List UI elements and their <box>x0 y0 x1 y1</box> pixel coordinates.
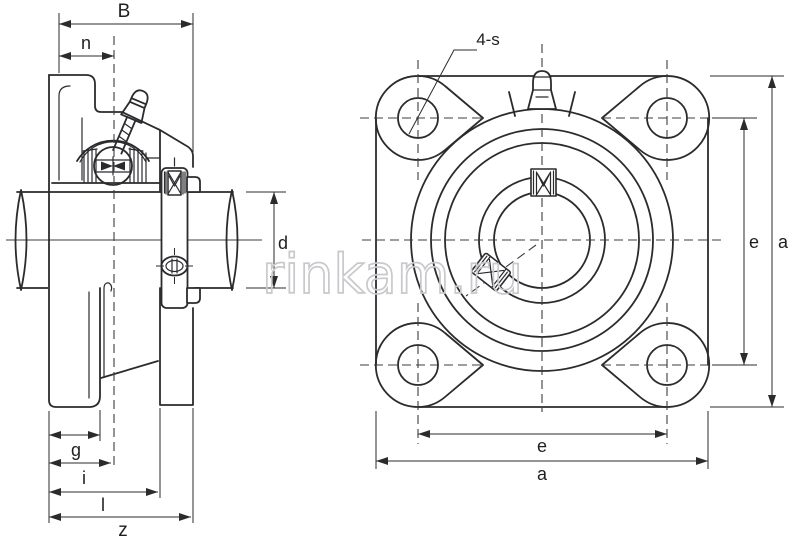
locking-collar <box>156 157 201 309</box>
dim-label-bolt-spacing-right: e <box>749 232 759 252</box>
dim-label-flange-size-right: a <box>778 232 789 252</box>
watermark-text: rinkam.ru <box>262 243 523 306</box>
bolt-callout: 4-s <box>408 30 500 135</box>
dim-label-nipple-offset: n <box>81 33 91 53</box>
dim-label-base-width: g <box>71 440 81 460</box>
inner-ring-tab <box>186 176 201 304</box>
set-screw-lower-front-icon <box>471 252 511 292</box>
side-view: B n d g i l z <box>6 1 288 541</box>
set-screw-top-front-icon <box>530 168 557 197</box>
shaft-break-lines <box>14 189 239 291</box>
callout-label-4s: 4-s <box>476 30 500 49</box>
dim-label-overall-depth: z <box>118 520 128 541</box>
set-screw-top-side-icon <box>163 157 186 196</box>
shaft <box>6 189 262 291</box>
bearing-insert-section <box>76 139 161 186</box>
boss-tick-marks <box>508 91 576 117</box>
side-dimensions: B n d g i l z <box>48 1 288 541</box>
dim-label-housing-depth: l <box>101 495 105 515</box>
ball <box>93 146 133 186</box>
set-screw-side-ellipse-icon <box>156 248 193 284</box>
seal-right <box>128 147 144 183</box>
seal-left <box>82 147 98 183</box>
dim-label-flange-size-bottom: a <box>537 464 548 484</box>
front-dimensions: e a e a <box>375 75 789 484</box>
grease-fitting-front-icon <box>508 70 576 117</box>
dim-label-bolt-spacing-bottom: e <box>537 436 547 456</box>
flange-plate-edge <box>159 287 194 406</box>
grease-fitting-side-icon <box>112 89 149 155</box>
dim-label-center-offset: i <box>82 468 86 488</box>
housing-base <box>48 74 194 408</box>
dim-label-shaft-diameter: d <box>278 233 288 253</box>
front-view: 4-s e a e a <box>360 30 789 484</box>
dim-label-overall-width: B <box>118 1 131 22</box>
